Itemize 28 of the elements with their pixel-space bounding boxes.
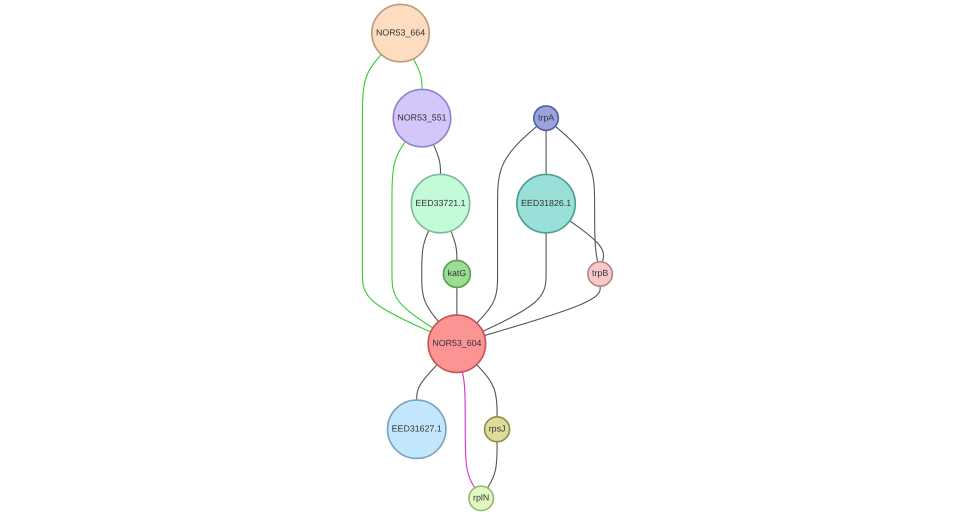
connector bbox=[462, 372, 476, 488]
connector bbox=[450, 230, 458, 260]
node-circle: EED31826.1 bbox=[516, 174, 576, 234]
node-circle: trpA bbox=[533, 105, 560, 132]
connector bbox=[546, 130, 547, 174]
connector bbox=[421, 230, 440, 322]
node-circle: trpB bbox=[587, 260, 614, 288]
connector bbox=[487, 442, 498, 488]
connector bbox=[416, 364, 438, 400]
connector bbox=[362, 54, 432, 332]
connector bbox=[392, 141, 434, 328]
node-circle: EED31627.1 bbox=[386, 399, 447, 460]
connector bbox=[482, 232, 547, 332]
connector bbox=[433, 144, 442, 174]
connector bbox=[476, 126, 538, 324]
connector bbox=[570, 220, 604, 262]
connector bbox=[476, 364, 498, 417]
node-circle: NOR53_664 bbox=[371, 4, 430, 63]
connector bbox=[413, 58, 423, 90]
connector bbox=[555, 126, 598, 262]
node-circle: rpsJ bbox=[484, 416, 510, 443]
node-circle: rplN bbox=[468, 485, 494, 512]
connector bbox=[484, 286, 601, 336]
node-circle: EED33721.1 bbox=[410, 174, 471, 234]
node-circle: NOR53_604 bbox=[427, 314, 487, 374]
connector bbox=[456, 287, 458, 316]
node-circle: katG bbox=[442, 260, 472, 288]
node-circle: NOR53_551 bbox=[392, 88, 452, 148]
